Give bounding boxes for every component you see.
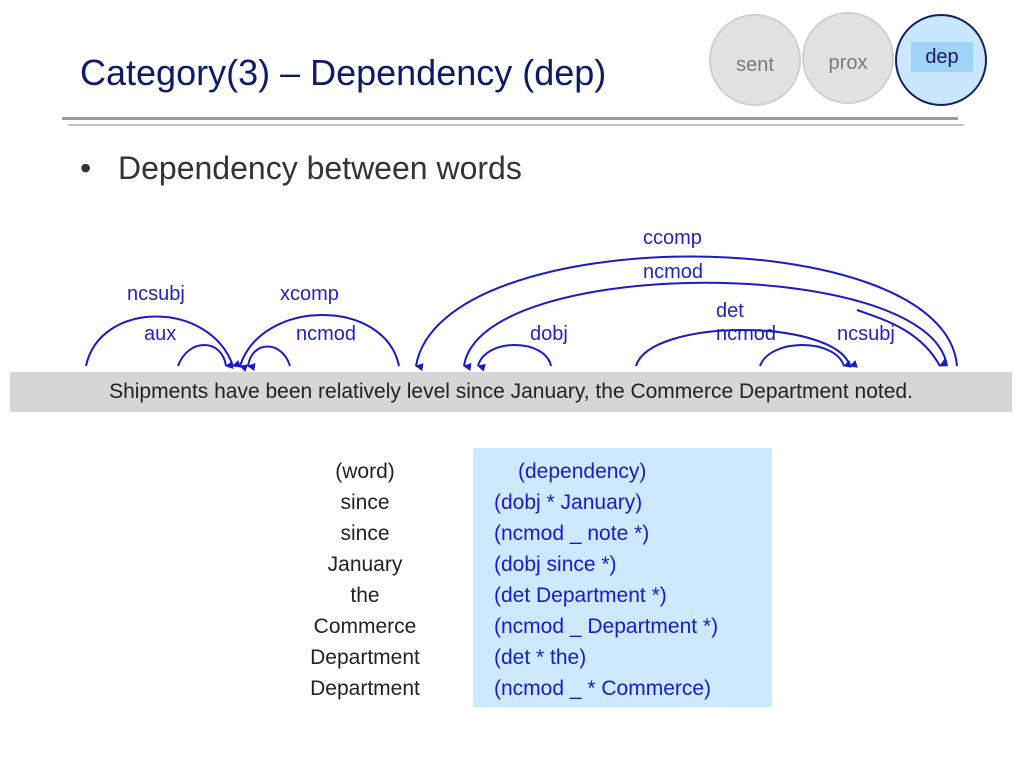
dependency-cell: (dobj since *) [494,553,617,576]
arc-ncsubj-left [85,315,241,368]
nav-dep-button[interactable]: dep [895,14,987,106]
label-det: det [716,300,744,322]
arc-ncmod-top [463,281,948,371]
nav-dep-label: dep [911,42,973,72]
arc-dobj [477,344,552,372]
nav-prox-button[interactable]: prox [802,12,894,104]
nav-sent-label: sent [736,54,774,76]
dependency-header: (dependency) [518,460,647,483]
arc-aux [177,344,234,369]
dependency-cell: (ncmod _ Department *) [494,615,719,638]
label-ncmod-mid: ncmod [296,323,356,345]
dependency-column: (dobj * January) (ncmod _ note *) (dobj … [494,487,718,704]
word-cell: January [327,553,403,576]
bullet-dot: • [80,150,92,186]
nav-sent-button[interactable]: sent [709,14,801,106]
label-ncmod-top: ncmod [643,261,703,283]
dependency-panel [473,448,772,707]
dependency-cell: (ncmod _ note *) [494,522,650,545]
dependency-cell: (det * the) [494,646,587,669]
word-header: (word) [335,460,395,483]
arc-ncmod-right [759,344,852,368]
label-ncmod-right: ncmod [716,323,776,345]
bullet-item: • Dependency between words [80,150,522,187]
label-ncsubj-left: ncsubj [127,283,185,305]
label-ncsubj-right: ncsubj [837,323,895,345]
dependency-cell: (dobj * January) [494,491,643,514]
title-divider [62,117,958,120]
dependency-cell: (ncmod _ * Commerce) [494,677,712,700]
word-cell: since [340,491,390,514]
word-cell: Department [310,677,420,700]
label-ccomp: ccomp [643,227,702,249]
label-dobj: dobj [530,323,568,345]
arc-ccomp [415,255,958,372]
sentence-text: Shipments have been relatively level sin… [109,380,913,403]
arc-ncmod-mid [247,345,291,372]
arc-xcomp [239,314,400,372]
bullet-text: Dependency between words [118,150,522,186]
nav-prox-label: prox [828,52,868,74]
word-cell: Department [310,646,420,669]
dependency-cell: (det Department *) [494,584,667,607]
word-cell: the [350,584,380,607]
word-column: (word) since since January the Commerce … [290,456,440,704]
example-sentence: Shipments have been relatively level sin… [10,372,1012,412]
arc-det [635,329,858,368]
label-aux: aux [144,323,176,345]
word-cell: Commerce [313,615,417,638]
word-cell: since [340,522,390,545]
arc-ncsubj-right [856,309,949,367]
dependency-arcs: ccomp ncmod ncsubj xcomp det aux ncmod d… [85,227,958,372]
title-divider-shadow [68,124,964,126]
label-xcomp: xcomp [280,283,339,305]
slide-title: Category(3) – Dependency (dep) [80,52,607,93]
